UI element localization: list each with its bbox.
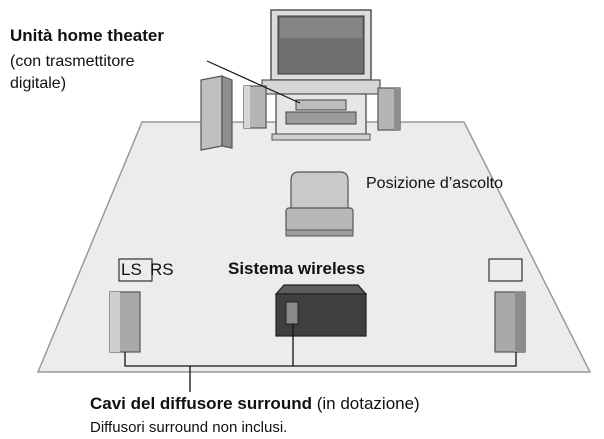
cables-subcaption: Diffusori surround non inclusi. — [90, 419, 288, 436]
home-theater-unit-subtitle-line2: digitale) — [10, 75, 67, 92]
ls-label-box — [118, 258, 153, 282]
rs-label: RS — [150, 260, 174, 279]
home-theater-unit-subtitle-line1: (con trasmettitore — [10, 53, 135, 70]
listening-chair — [285, 171, 354, 237]
front-left-speaker — [200, 75, 233, 151]
ls-label: LS — [121, 260, 142, 279]
surround-cables — [124, 324, 517, 392]
rs-label-box — [488, 258, 523, 282]
listening-position-label: Posizione d’ascolto — [366, 175, 503, 192]
home-theater-unit-graphic — [261, 9, 381, 141]
front-small-speaker-right — [377, 87, 401, 131]
cables-title: Cavi del diffusore surround — [90, 394, 312, 413]
wireless-system-unit — [274, 284, 368, 337]
surround-speaker-right — [494, 291, 526, 353]
wireless-system-label: Sistema wireless — [228, 259, 366, 278]
surround-speaker-left — [109, 291, 141, 353]
cables-note: (in dotazione) — [316, 394, 420, 413]
home-theater-unit-title: Unità home theater — [10, 26, 164, 45]
front-small-speaker-left — [243, 85, 267, 129]
cables-caption: Cavi del diffusore surround (in dotazion… — [90, 394, 420, 414]
unit-pointer-line — [206, 60, 301, 104]
